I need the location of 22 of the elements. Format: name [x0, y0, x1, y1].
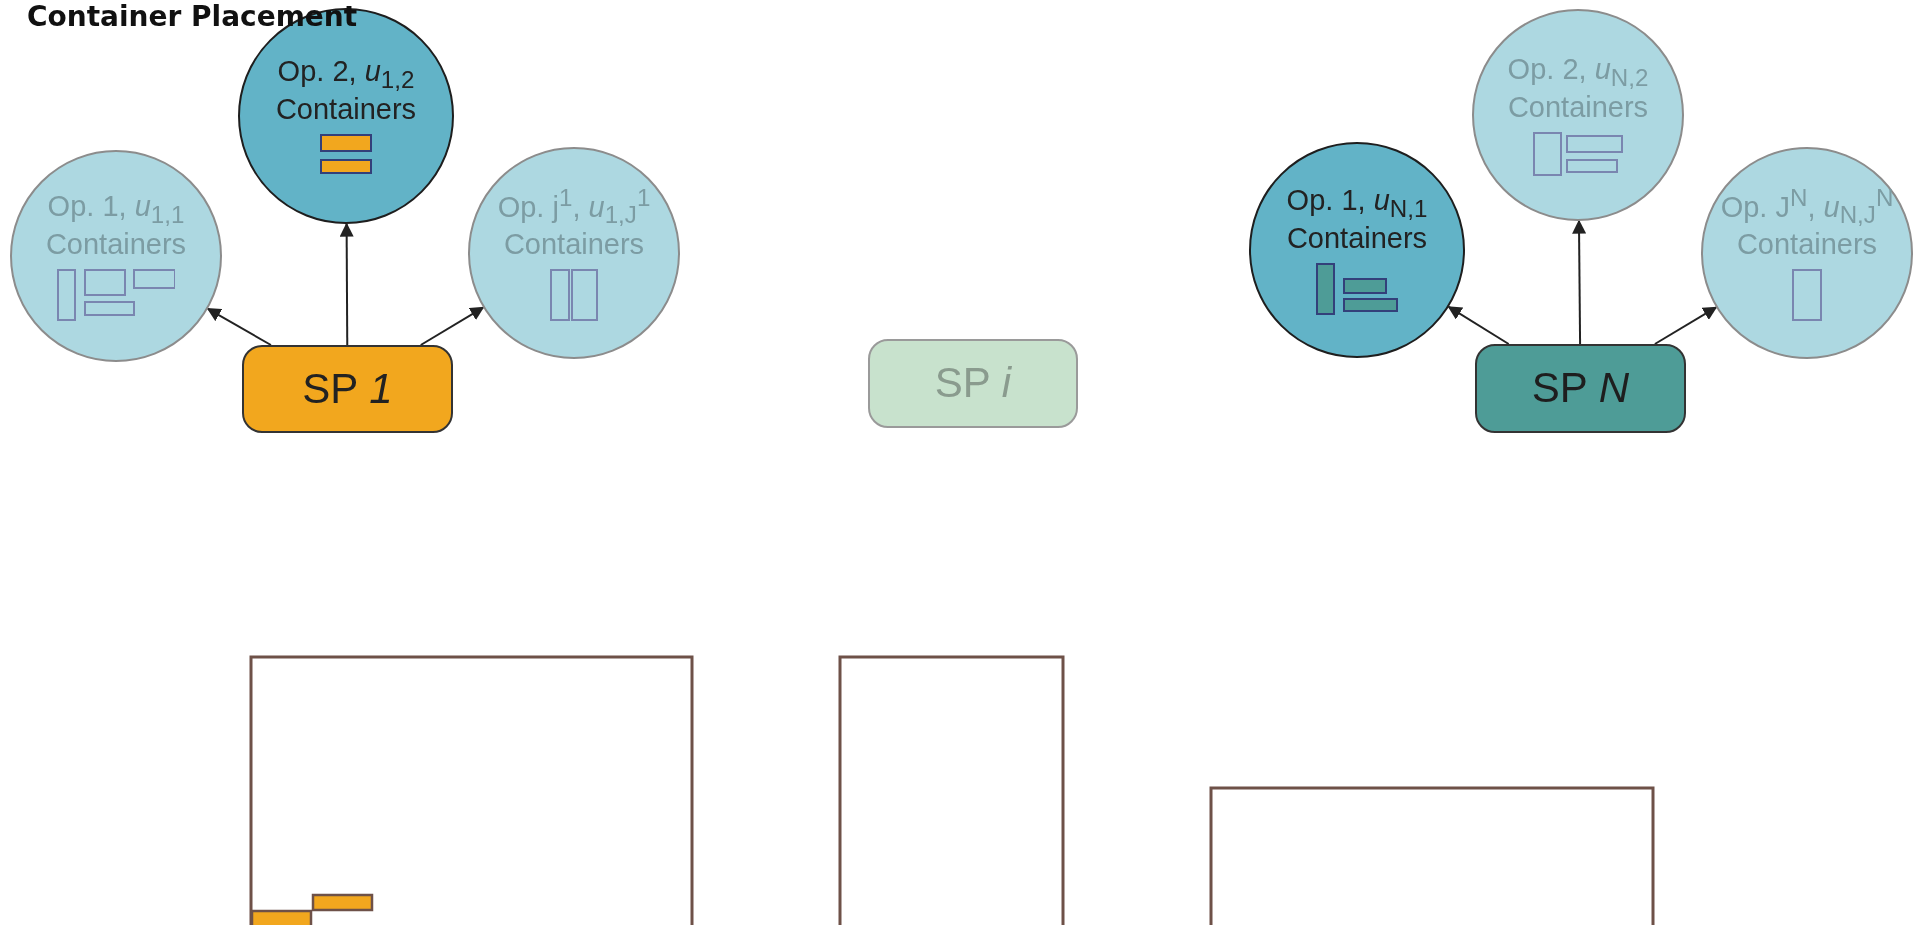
- operator-label: Op. 2, u$_{1,2}$: [277, 56, 415, 94]
- container-label: Containers: [1286, 222, 1428, 255]
- sp-box: [242, 345, 453, 433]
- sp-label: SP N: [1531, 365, 1630, 412]
- arrow: [1447, 305, 1510, 345]
- operator-label: Op. 1, u$_{1,1}$: [47, 191, 185, 229]
- container-label: Containers: [45, 228, 187, 261]
- arrow: [339, 222, 354, 346]
- operator-label: Op. 2, u$_{N,2}$: [1507, 54, 1649, 92]
- sp-box: [1475, 344, 1686, 433]
- arrow: [206, 307, 272, 346]
- container-label: Containers: [1507, 91, 1649, 124]
- container-label: Containers: [275, 93, 417, 126]
- arrow: [1572, 219, 1587, 345]
- container-label: Containers: [1736, 229, 1878, 261]
- sp-box: [868, 339, 1078, 428]
- operator-label: Op. 1, u$_{N,1}$: [1286, 185, 1428, 223]
- arrow: [419, 306, 485, 346]
- container-label: Containers: [503, 229, 645, 261]
- sp-label: SP i: [934, 360, 1012, 407]
- arrow: [1653, 306, 1718, 345]
- sp-label: SP 1: [302, 365, 393, 413]
